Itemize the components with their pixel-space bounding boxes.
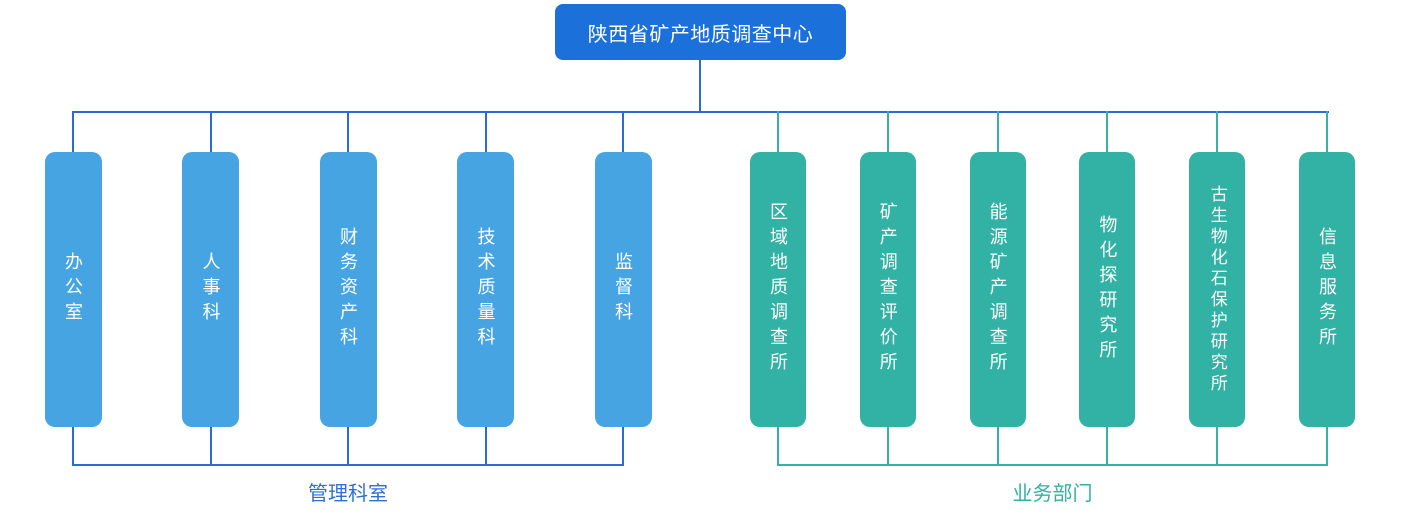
- connector-line: [1326, 427, 1328, 464]
- department-box: 监督科: [594, 152, 652, 427]
- department-label: 区域地质调查所: [768, 202, 788, 377]
- connector-line: [777, 464, 1328, 466]
- department-label: 技术质量科: [475, 227, 496, 352]
- connector-line: [996, 427, 999, 464]
- root-connector-line: [699, 60, 701, 111]
- connector-line: [1216, 111, 1219, 152]
- department-box: 办公室: [44, 152, 102, 427]
- connector-line: [1326, 111, 1328, 152]
- group-label: 管理科室: [308, 483, 388, 505]
- department-label: 古生物化石保护研究所: [1207, 184, 1227, 395]
- connector-line: [347, 111, 349, 152]
- root-node-label: 陕西省矿产地质调查中心: [587, 23, 814, 46]
- connector-line: [72, 427, 74, 464]
- connector-line: [622, 111, 624, 152]
- department-box: 财务资产科: [319, 152, 377, 427]
- department-box: 技术质量科: [457, 152, 514, 427]
- connector-line: [1106, 427, 1109, 464]
- department-label: 信息服务所: [1317, 227, 1337, 352]
- department-box: 古生物化石保护研究所: [1189, 152, 1246, 427]
- department-label: 人事科: [200, 252, 221, 327]
- connector-line: [886, 111, 889, 152]
- connector-line: [1106, 111, 1109, 152]
- connector-line: [484, 427, 487, 464]
- connector-line: [1216, 427, 1219, 464]
- connector-line: [622, 427, 624, 464]
- top-connector-line: [72, 111, 1329, 113]
- department-box: 信息服务所: [1299, 152, 1355, 427]
- connector-line: [777, 427, 779, 464]
- department-label: 办公室: [63, 252, 83, 327]
- root-node: 陕西省矿产地质调查中心: [555, 4, 846, 60]
- department-label: 矿产调查评价所: [877, 202, 898, 377]
- department-label: 能源矿产调查所: [987, 202, 1008, 377]
- group-label: 业务部门: [1012, 483, 1093, 505]
- connector-line: [777, 111, 779, 152]
- department-box: 能源矿产调查所: [969, 152, 1026, 427]
- connector-line: [209, 427, 212, 464]
- department-box: 人事科: [182, 152, 239, 427]
- connector-line: [347, 427, 349, 464]
- connector-line: [72, 464, 624, 466]
- department-label: 财务资产科: [338, 227, 358, 352]
- connector-line: [72, 111, 74, 152]
- connector-line: [886, 427, 889, 464]
- department-box: 物化探研究所: [1079, 152, 1136, 427]
- connector-line: [209, 111, 212, 152]
- connector-line: [484, 111, 487, 152]
- department-label: 监督科: [613, 252, 633, 327]
- department-box: 区域地质调查所: [750, 152, 806, 427]
- department-box: 矿产调查评价所: [859, 152, 916, 427]
- department-label: 物化探研究所: [1097, 214, 1118, 365]
- connector-line: [996, 111, 999, 152]
